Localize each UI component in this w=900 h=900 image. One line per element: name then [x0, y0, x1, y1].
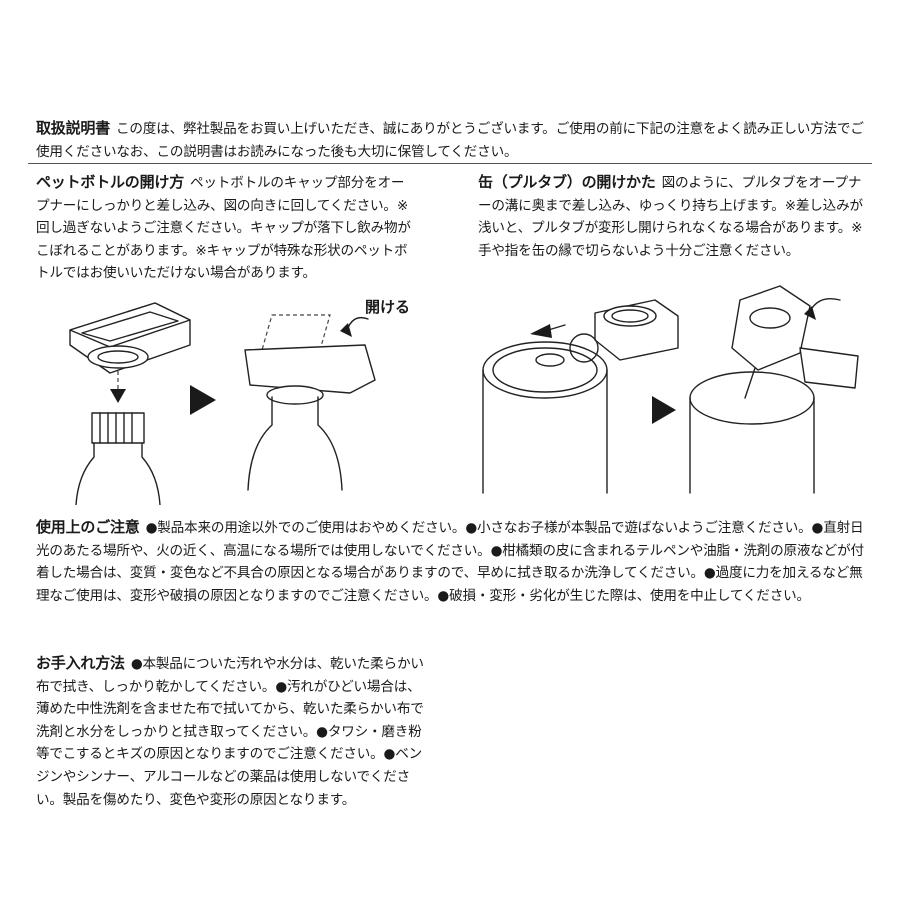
next-step-arrow-icon: [190, 385, 216, 415]
care-text: ●本製品についた汚れや水分は、乾いた柔らかい布で拭き、しっかり乾かしてください。…: [36, 656, 424, 808]
bottle-with-opener-icon: [244, 314, 376, 491]
intro-text: この度は、弊社製品をお買い上げいただき、誠にありがとうございます。ご使用の前に下…: [36, 121, 864, 160]
can-text: 図のように、プルタブをオープナーの溝に奥まで差し込み、ゆっくり持ち上げます。※差…: [478, 175, 863, 259]
bottle-heading: ペットボトルの開け方: [36, 173, 185, 191]
bottle-text: ペットボトルのキャップ部分をオープナーにしっかりと差し込み、図の向きに回してくだ…: [36, 175, 411, 282]
rotate-arrow-icon: [340, 323, 352, 337]
caution-section: 使用上のご注意●製品本来の用途以外でのご使用はおやめください。●小さなお子様が本…: [36, 516, 866, 607]
can-lifting-icon: [689, 285, 859, 494]
open-label: 開ける: [365, 298, 411, 316]
bottle-illustration: [69, 302, 376, 505]
caution-heading: 使用上のご注意: [36, 518, 140, 536]
care-section: お手入れ方法●本製品についた汚れや水分は、乾いた柔らかい布で拭き、しっかり乾かし…: [36, 652, 424, 811]
can-section: 缶（プルタブ）の開けかた図のように、プルタブをオープナーの溝に奥まで差し込み、ゆ…: [478, 171, 864, 262]
lift-arrow-icon: [804, 306, 816, 320]
care-heading: お手入れ方法: [36, 654, 125, 672]
manual-title: 取扱説明書: [36, 119, 111, 137]
next-step-arrow-icon: [652, 396, 676, 424]
bottle-icon: [75, 412, 161, 505]
can-heading: 缶（プルタブ）の開けかた: [478, 173, 656, 191]
intro-section: 取扱説明書この度は、弊社製品をお買い上げいただき、誠にありがとうございます。ご使…: [36, 117, 866, 163]
left-arrow-icon: [530, 324, 552, 338]
can-illustration: [482, 285, 859, 494]
bottle-section: ペットボトルの開け方ペットボトルのキャップ部分をオープナーにしっかりと差し込み、…: [36, 171, 416, 285]
caution-text: ●製品本来の用途以外でのご使用はおやめください。●小さなお子様が本製品で遊ばない…: [36, 520, 864, 604]
down-arrow-icon: [110, 389, 126, 403]
opener-icon: [594, 299, 679, 361]
opener-icon: [69, 302, 191, 374]
header-divider: [28, 163, 872, 164]
can-icon: [482, 341, 608, 494]
detail-circle: [569, 333, 599, 363]
